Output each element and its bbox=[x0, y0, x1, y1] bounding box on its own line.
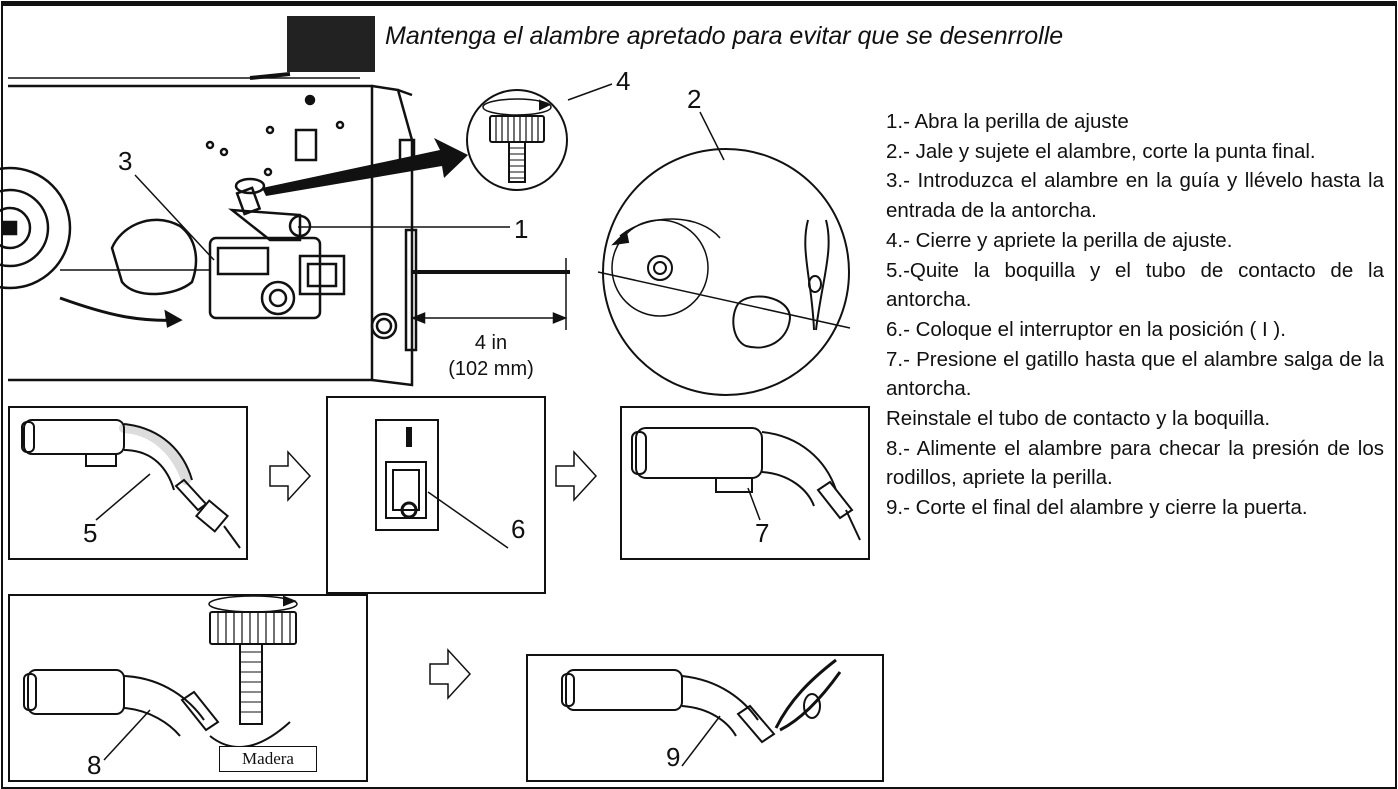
step-arrow-2 bbox=[555, 450, 598, 502]
dimension-mm: (102 mm) bbox=[448, 358, 534, 380]
panel-step-8 bbox=[8, 594, 368, 782]
drive-roll bbox=[260, 280, 296, 316]
callout-4: 4 bbox=[616, 66, 631, 96]
instruction-7b: Reinstale el tubo de contacto y la boqui… bbox=[886, 407, 1271, 431]
instruction-6: 6.- Coloque el interruptor en la posició… bbox=[886, 317, 1286, 341]
instruction-5: 5.-Quite la boquilla y el tubo de contac… bbox=[886, 258, 1384, 312]
panel-step-6 bbox=[326, 396, 546, 594]
instruction-8: 8.- Alimente el alambre para checar la p… bbox=[886, 436, 1384, 490]
instruction-2: 2.- Jale y sujete el alambre, corte la p… bbox=[886, 139, 1316, 163]
pliers-icon bbox=[774, 658, 842, 732]
panel-step-7 bbox=[620, 406, 870, 560]
callout-8: 8 bbox=[87, 750, 102, 780]
feeder-plate bbox=[208, 236, 322, 320]
callout-3: 3 bbox=[118, 146, 133, 176]
instructions-list: 1.- Abra la perilla de ajuste 2.- Jale y… bbox=[886, 107, 1384, 523]
instruction-7: 7.- Presione el gatillo hasta que el ala… bbox=[886, 347, 1384, 401]
callout-5: 5 bbox=[83, 518, 98, 548]
instruction-3: 3.- Introduzca el alambre en la guía y l… bbox=[886, 169, 1384, 223]
callout-6: 6 bbox=[511, 514, 526, 544]
tension-arm bbox=[228, 208, 302, 242]
madera-label: Madera bbox=[219, 746, 317, 772]
hand-icon bbox=[110, 218, 198, 296]
callout-9: 9 bbox=[666, 742, 681, 772]
callout-2: 2 bbox=[687, 84, 702, 114]
instruction-4: 4.- Cierre y apriete la perilla de ajust… bbox=[886, 228, 1233, 252]
wire-spool bbox=[0, 166, 72, 290]
power-switch bbox=[375, 419, 439, 531]
detail-arrow bbox=[262, 138, 468, 196]
knob-detail-circle bbox=[466, 89, 568, 191]
header-instruction: Mantenga el alambre apretado para evitar… bbox=[385, 22, 1064, 50]
step-arrow-3 bbox=[429, 648, 472, 700]
instruction-9: 9.- Corte el final del alambre y cierre … bbox=[886, 496, 1308, 520]
dimension-inches: 4 in bbox=[474, 332, 508, 354]
welder-housing bbox=[8, 84, 374, 382]
pliers-icon bbox=[804, 219, 830, 331]
step-arrow-1 bbox=[269, 450, 312, 502]
panel-step-5 bbox=[8, 406, 248, 560]
hand-pinch-icon bbox=[287, 16, 375, 72]
callout-7: 7 bbox=[755, 518, 770, 548]
wire-cut-detail-circle bbox=[602, 148, 850, 396]
instruction-1: 1.- Abra la perilla de ajuste bbox=[886, 110, 1129, 133]
callout-1: 1 bbox=[514, 214, 529, 244]
fist-icon bbox=[732, 295, 792, 349]
panel-step-9 bbox=[526, 654, 884, 782]
